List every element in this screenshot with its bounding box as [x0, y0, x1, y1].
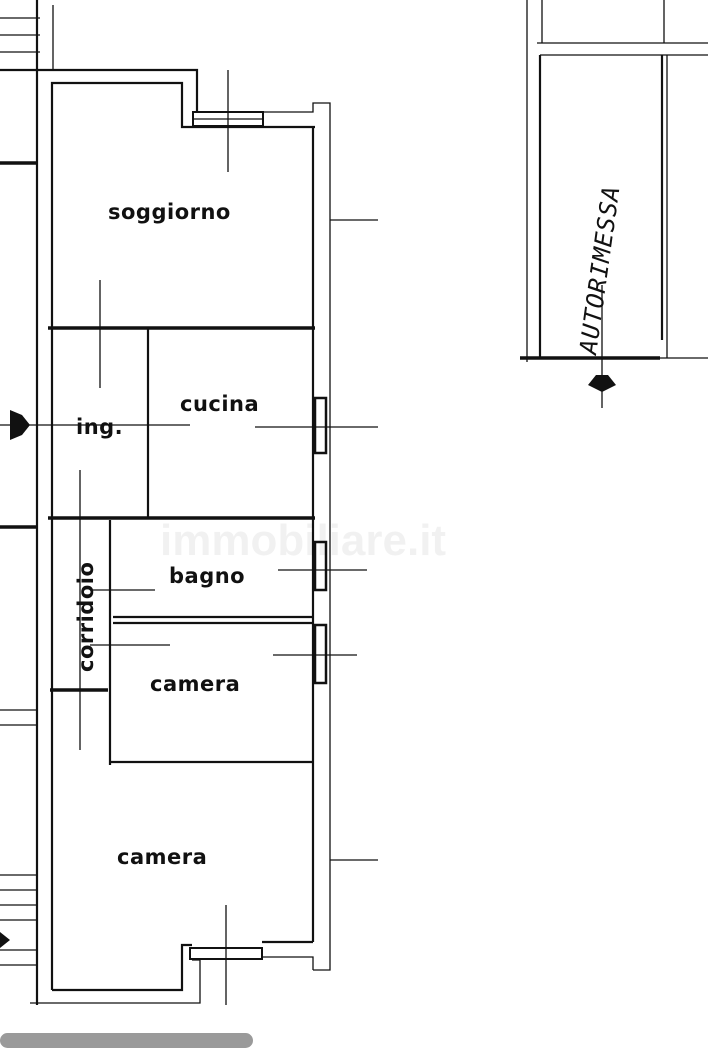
room-label-cucina: cucina	[180, 392, 259, 416]
apartment-walls	[0, 68, 378, 1005]
room-label-corridoio: corridoio	[74, 562, 98, 672]
room-label-camera-large: camera	[117, 845, 207, 869]
watermark: immobiliare.it	[160, 516, 446, 565]
room-label-camera: camera	[150, 672, 240, 696]
window-bagno	[313, 540, 328, 592]
window-camera-small	[313, 623, 328, 685]
room-label-bagno: bagno	[169, 564, 245, 588]
horizontal-scrollbar[interactable]	[0, 1033, 253, 1048]
garage-label: AUTORIMESSA	[574, 184, 626, 358]
window-cucina	[313, 396, 328, 455]
entrance-arrow-icon	[10, 410, 30, 440]
garage-entrance-arrow-icon	[588, 375, 616, 392]
room-label-soggiorno: soggiorno	[108, 200, 231, 224]
left-neighbour-walls	[0, 0, 54, 1005]
entrance-arrow-bottom-icon	[0, 932, 10, 948]
garage: AUTORIMESSA	[520, 0, 708, 408]
room-label-ingresso: ing.	[76, 415, 123, 439]
